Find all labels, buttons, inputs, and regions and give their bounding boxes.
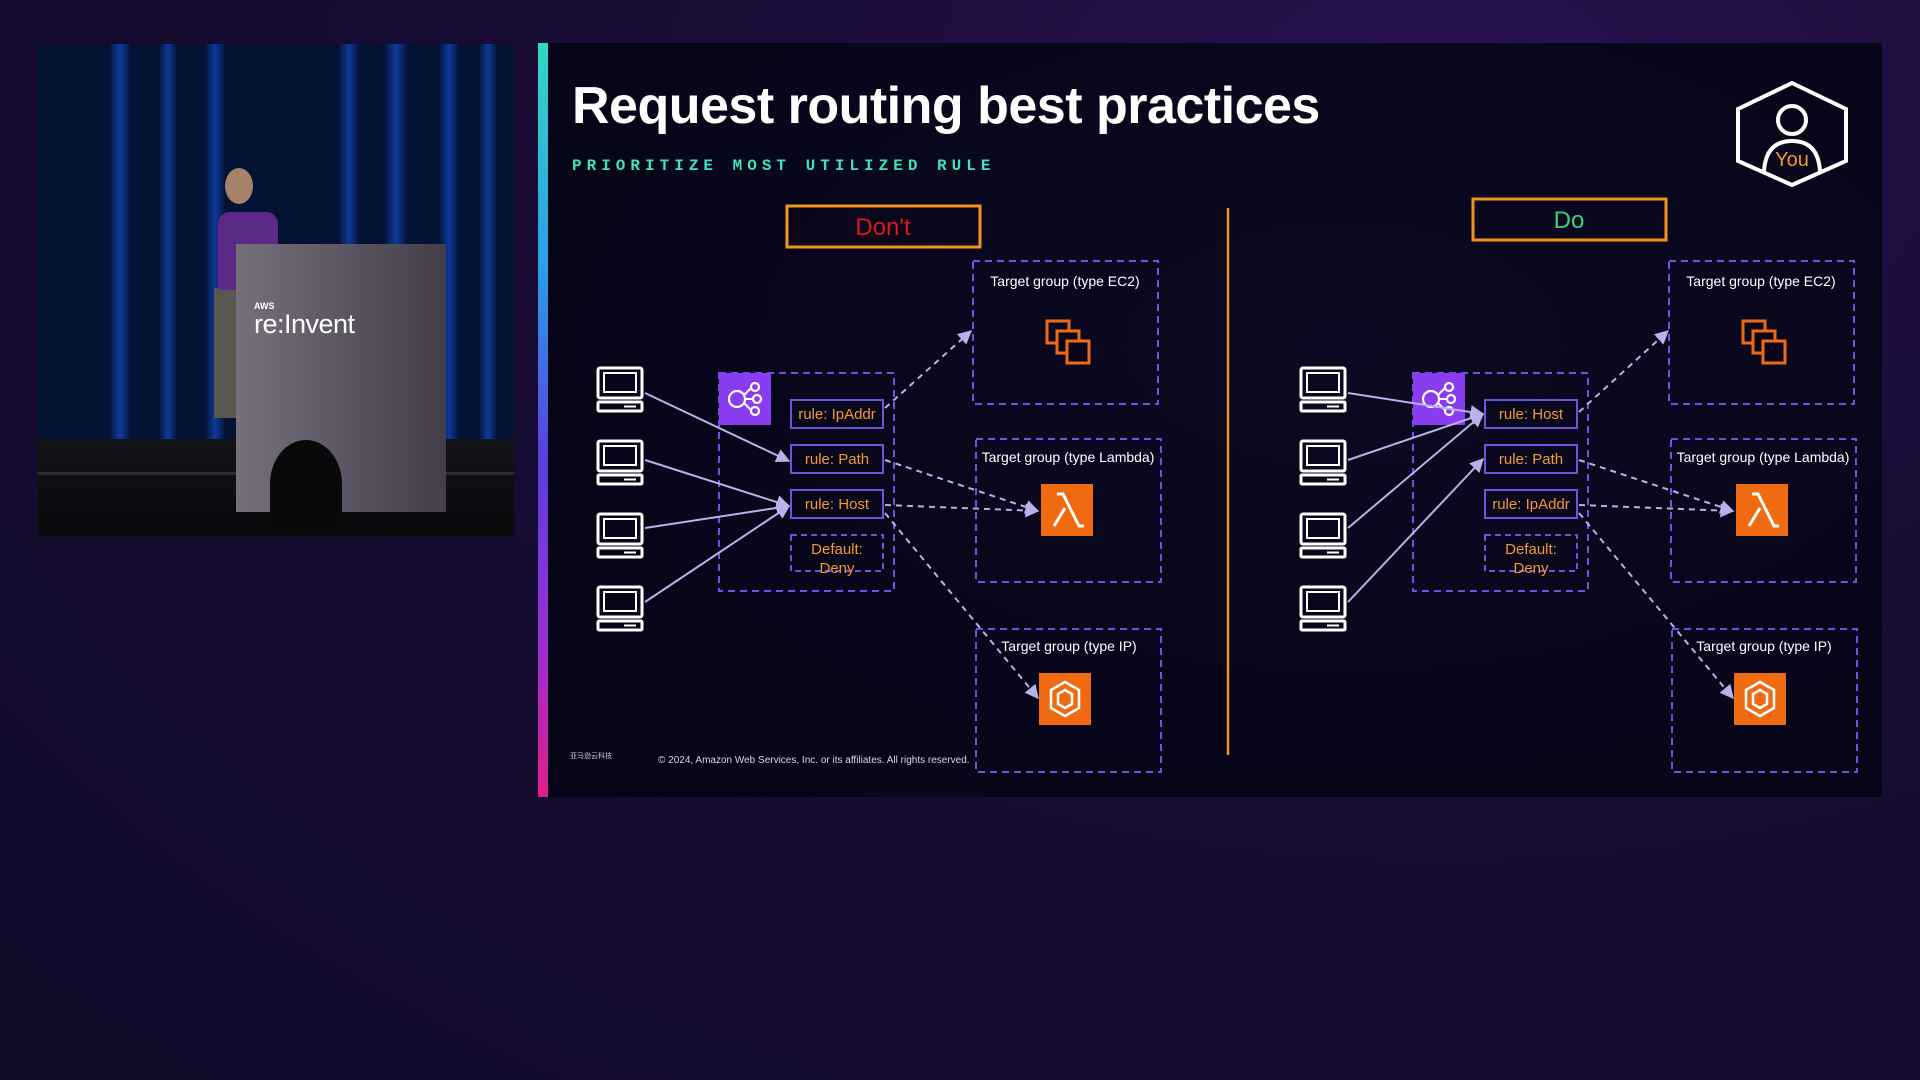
route-arrow xyxy=(884,512,1039,700)
podium-logo: AWS re:Invent xyxy=(254,302,355,338)
target-group-ip-box xyxy=(975,628,1162,773)
slide-title: Request routing best practices xyxy=(572,77,1320,135)
route-arrow xyxy=(1578,512,1734,700)
load-balancer-box xyxy=(1412,372,1589,592)
target-group-ec2-label: Target group (type EC2) xyxy=(1686,273,1835,289)
client-computer-icon xyxy=(596,366,644,413)
default-rule-box xyxy=(790,534,884,572)
default-rule-line1: Default: xyxy=(1505,541,1557,558)
you-person-icon xyxy=(1776,104,1808,136)
rule-label: rule: IpAddr xyxy=(798,406,876,423)
request-arrow xyxy=(1347,413,1485,529)
request-arrow xyxy=(1347,392,1485,419)
target-group-ip-box xyxy=(1671,628,1858,773)
target-group-ec2-box xyxy=(1668,260,1855,405)
client-computer-icon xyxy=(1299,439,1347,486)
podium-logo-reinvent: re:Invent xyxy=(254,309,355,339)
rule-box xyxy=(790,489,884,519)
request-arrow xyxy=(644,392,791,462)
speaker-head xyxy=(225,168,253,204)
load-balancer-icon xyxy=(1411,371,1467,427)
request-arrow xyxy=(1347,457,1484,603)
rule-label: rule: IpAddr xyxy=(1492,496,1570,513)
aws-mini-logo: 亚马逊云科技 xyxy=(570,753,612,760)
do-side: Do rule: Host rule: Path rule: IpAddr De… xyxy=(1299,197,1858,773)
client-computer-icon xyxy=(596,439,644,486)
request-arrow xyxy=(644,505,791,603)
client-computer-icon xyxy=(1299,512,1347,559)
you-badge-label: You xyxy=(1775,149,1809,171)
route-arrow xyxy=(1578,459,1735,514)
dont-label-frame xyxy=(785,204,982,249)
target-group-lambda-label: Target group (type Lambda) xyxy=(982,449,1155,465)
speaker-video-feed: AWS re:Invent xyxy=(38,44,514,536)
route-arrow xyxy=(1578,330,1670,413)
target-group-lambda-box xyxy=(975,438,1162,583)
do-label: Do xyxy=(1554,207,1585,234)
request-arrow xyxy=(1347,411,1485,461)
slide-subtitle: PRIORITIZE MOST UTILIZED RULE xyxy=(572,157,996,175)
default-rule-box xyxy=(1484,534,1578,572)
target-group-ip-label: Target group (type IP) xyxy=(1001,638,1136,654)
rule-label: rule: Path xyxy=(805,451,869,468)
target-group-ec2-label: Target group (type EC2) xyxy=(990,273,1139,289)
rule-box xyxy=(1484,489,1578,519)
route-arrow xyxy=(884,330,973,409)
load-balancer-box xyxy=(718,372,895,592)
dont-side: Don't rule: IpAddr rule: Path rule: Host… xyxy=(596,204,1162,773)
request-arrow xyxy=(644,459,791,509)
target-group-lambda-label: Target group (type Lambda) xyxy=(1677,449,1850,465)
dont-label: Don't xyxy=(855,214,911,241)
audience-silhouette xyxy=(270,440,342,528)
request-arrow xyxy=(644,500,791,529)
route-arrow xyxy=(1578,503,1735,518)
ec2-instances-icon xyxy=(1741,319,1787,365)
target-group-ip-label: Target group (type IP) xyxy=(1696,638,1831,654)
client-computer-icon xyxy=(596,585,644,632)
copyright-notice: © 2024, Amazon Web Services, Inc. or its… xyxy=(658,755,970,766)
ip-target-icon xyxy=(1732,671,1788,727)
slide-accent-bar xyxy=(538,43,548,797)
client-computer-icon xyxy=(1299,585,1347,632)
rule-label: rule: Path xyxy=(1499,451,1563,468)
routing-diagram: Don't rule: IpAddr rule: Path rule: Host… xyxy=(596,197,1858,773)
rule-box xyxy=(790,444,884,474)
podium xyxy=(236,244,446,512)
do-label-frame xyxy=(1471,197,1668,242)
ip-target-icon xyxy=(1037,671,1093,727)
route-arrow xyxy=(884,459,1040,514)
load-balancer-icon xyxy=(717,371,773,427)
lambda-icon xyxy=(1039,482,1095,538)
client-computer-icon xyxy=(1299,366,1347,413)
route-arrow xyxy=(884,503,1040,518)
rule-box xyxy=(790,399,884,429)
rule-label: rule: Host xyxy=(805,496,870,513)
target-group-lambda-box xyxy=(1670,438,1857,583)
rule-box xyxy=(1484,399,1578,429)
ec2-instances-icon xyxy=(1045,319,1091,365)
you-hexagon-icon xyxy=(1736,80,1848,188)
speaker-legs xyxy=(214,288,240,418)
lambda-icon xyxy=(1734,482,1790,538)
default-rule-line1: Default: xyxy=(811,541,863,558)
target-group-ec2-box xyxy=(972,260,1159,405)
you-badge: You xyxy=(1736,80,1848,188)
default-rule-line2: Deny xyxy=(1513,560,1549,577)
rule-label: rule: Host xyxy=(1499,406,1564,423)
presentation-slide: Request routing best practices PRIORITIZ… xyxy=(538,43,1882,797)
default-rule-line2: Deny xyxy=(819,560,855,577)
client-computer-icon xyxy=(596,512,644,559)
podium-logo-aws: AWS xyxy=(254,301,275,311)
rule-box xyxy=(1484,444,1578,474)
